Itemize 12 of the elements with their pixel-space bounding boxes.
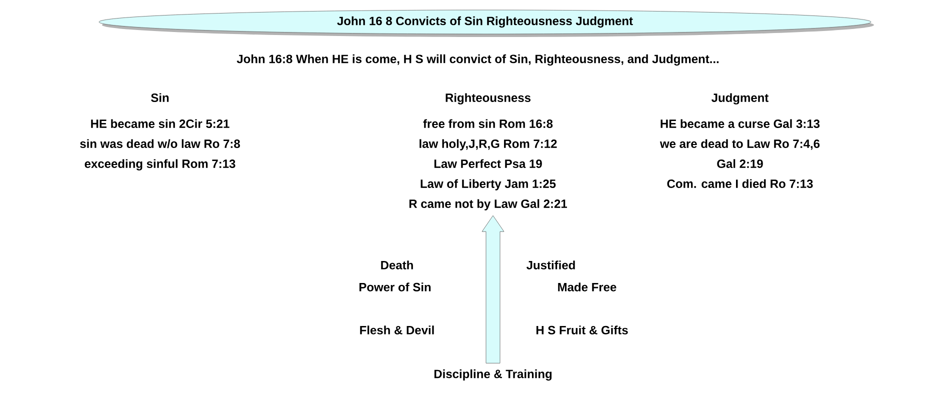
text-column: Sin HE became sin 2Cir 5:21 sin was dead w/o law Ro 7:8 exceeding sinful Rom 7:13 xyxy=(80,93,240,170)
text-label: Justified xyxy=(526,260,575,270)
text-label: Death xyxy=(381,260,413,270)
text-label: Flesh & Devil xyxy=(360,326,434,334)
text-column: Righteousness free from sin Rom 16:8 law holy,J,R,G Rom 7:12 Law Perfect Psa 19 Law of Liberty Jam 1:25 R came not by Law Gal 2:21 xyxy=(409,93,567,210)
text-column: Judgment HE became a curse Gal 3:13 we are dead to Law Ro 7:4,6 Gal 2:19 Com. came I died Ro 7:13 xyxy=(660,93,820,188)
text-label: Discipline & Training xyxy=(434,369,552,381)
block-arrow xyxy=(482,215,504,364)
text-label: H S Fruit & Gifts xyxy=(536,326,628,334)
text-label: John 16:8 When HE is come, H S will convict of Sin, Righteousness, and Judgment... xyxy=(236,54,719,66)
text-label: Made Free xyxy=(558,282,616,292)
text-label: Power of Sin xyxy=(359,282,431,292)
